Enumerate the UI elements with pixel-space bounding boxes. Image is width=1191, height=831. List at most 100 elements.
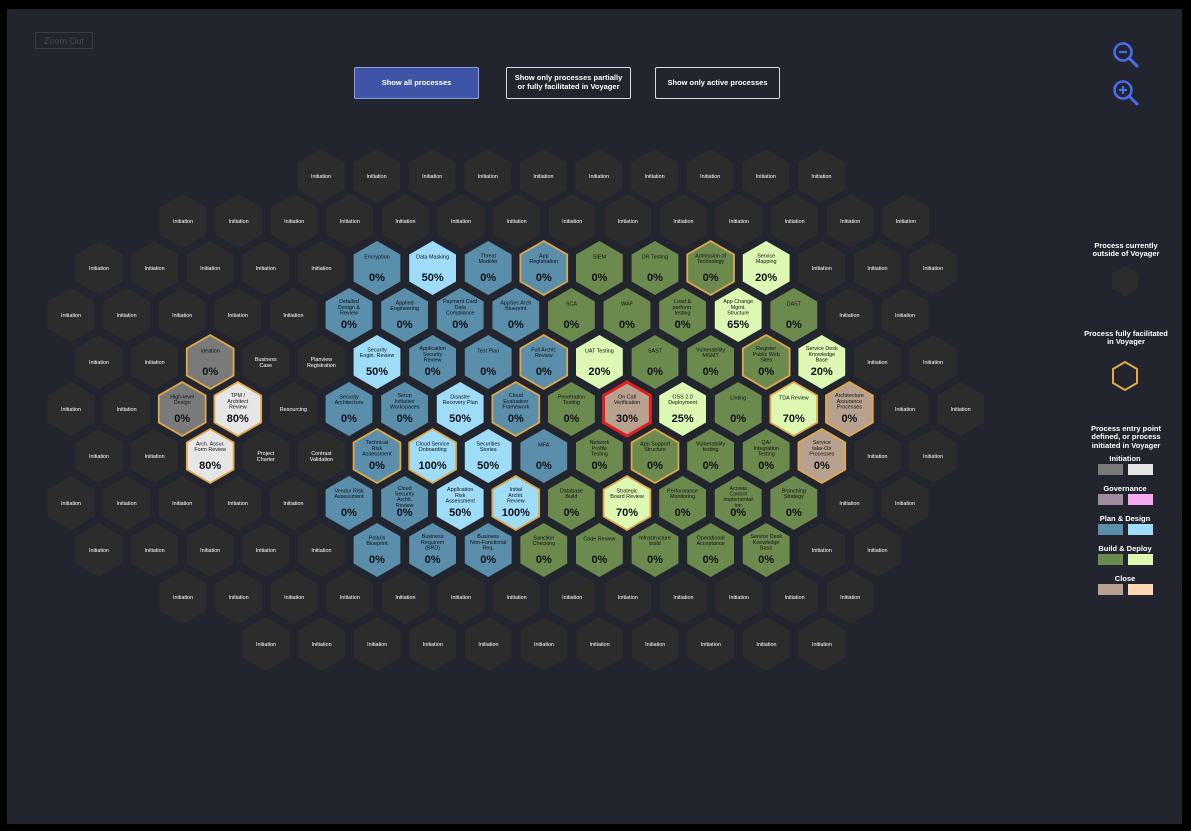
process-hex-initiation[interactable]: Initiation bbox=[270, 194, 318, 248]
process-hex-initiation[interactable]: Initiation bbox=[437, 194, 485, 248]
process-hex-initiation[interactable]: Initiation bbox=[909, 335, 957, 389]
process-hex-initiation[interactable]: Initiation bbox=[326, 194, 374, 248]
process-hex-initiation[interactable]: Initiation bbox=[631, 149, 678, 203]
process-hex-initiation[interactable]: Initiation bbox=[520, 617, 568, 671]
process-hex-initiation[interactable]: Initiation bbox=[47, 382, 95, 436]
process-hex-initiation[interactable]: Initiation bbox=[465, 617, 512, 671]
process-hex-initiation[interactable]: Initiation bbox=[242, 523, 290, 577]
process-hex-initiation[interactable]: Initiation bbox=[75, 523, 123, 577]
process-hex-initiation[interactable]: Initiation bbox=[715, 570, 763, 624]
process-hex-initiation[interactable]: Initiation bbox=[909, 429, 957, 483]
process-hex-initiation[interactable]: Initiation bbox=[660, 194, 707, 248]
process-hex-initiation[interactable]: Initiation bbox=[881, 476, 929, 530]
show-active-processes-button[interactable]: Show only active processes bbox=[655, 67, 780, 99]
process-hex-initiation[interactable]: Initiation bbox=[215, 194, 262, 248]
process-hex-initiation[interactable]: Initiation bbox=[715, 194, 763, 248]
process-hex-initiation[interactable]: Initiation bbox=[131, 523, 178, 577]
process-hex-initiation[interactable]: Initiation bbox=[408, 149, 456, 203]
process-hex-initiation[interactable]: Initiation bbox=[242, 241, 290, 295]
process-hex-initiation[interactable]: Initiation bbox=[270, 288, 317, 342]
process-hex-initiation[interactable]: Initiation bbox=[297, 149, 345, 203]
process-hex-initiation[interactable]: Initiation bbox=[270, 570, 318, 624]
process-hex-initiation[interactable]: Initiation bbox=[743, 617, 790, 671]
process-hex-initiation[interactable]: Initiation bbox=[159, 194, 207, 248]
process-hex-initiation[interactable]: Initiation bbox=[353, 149, 400, 203]
process-hex-initiation[interactable]: Initiation bbox=[854, 335, 901, 389]
process-hex-initiation[interactable]: Initiation bbox=[464, 149, 512, 203]
process-hex-initiation[interactable]: Initiation bbox=[214, 476, 262, 530]
process-hex-initiation[interactable]: Initiation bbox=[604, 194, 652, 248]
process-hex-initiation[interactable]: Initiation bbox=[520, 149, 567, 203]
process-hex-initiation[interactable]: Initiation bbox=[75, 241, 123, 295]
process-hex-initiation[interactable]: Initiation bbox=[771, 194, 818, 248]
process-hex-initiation[interactable]: Initiation bbox=[798, 523, 846, 577]
process-hex-initiation[interactable]: Initiation bbox=[548, 570, 596, 624]
process-hex-initiation[interactable]: Initiation bbox=[881, 288, 929, 342]
process-hex-initiation[interactable]: Initiation bbox=[103, 476, 150, 530]
process-hex-initiation[interactable]: Initiation bbox=[771, 570, 818, 624]
process-hex-initiation[interactable]: Initiation bbox=[604, 570, 652, 624]
process-hex-initiation[interactable]: Initiation bbox=[158, 476, 206, 530]
process-hex-initiation[interactable]: Initiation bbox=[742, 149, 790, 203]
process-hex-initiation[interactable]: Initiation bbox=[576, 617, 623, 671]
process-hex-initiation[interactable]: Initiation bbox=[75, 429, 123, 483]
process-hex-initiation[interactable]: Initiation bbox=[798, 617, 846, 671]
process-hex-initiation[interactable]: Initiation bbox=[298, 523, 345, 577]
process-hex-initiation[interactable]: Initiation bbox=[882, 194, 930, 248]
process-hex-initiation[interactable]: Initiation bbox=[798, 241, 846, 295]
process-hex-initiation[interactable]: Initiation bbox=[75, 335, 123, 389]
process-hex-initiation[interactable]: Initiation bbox=[686, 149, 734, 203]
process-hex-initiation[interactable]: Initiation bbox=[382, 194, 429, 248]
process-hex-resourcing[interactable]: Resourcing bbox=[270, 382, 317, 436]
process-hex-initiation[interactable]: Initiation bbox=[854, 241, 901, 295]
zoom-out-button[interactable]: Zoom Out bbox=[35, 32, 93, 49]
process-hex-initiation[interactable]: Initiation bbox=[103, 382, 150, 436]
process-hex-initiation[interactable]: Initiation bbox=[660, 570, 707, 624]
process-hex-initiation[interactable]: Initiation bbox=[687, 617, 735, 671]
process-hex-initiation[interactable]: Initiation bbox=[437, 570, 485, 624]
process-hex-initiation[interactable]: Initiation bbox=[270, 476, 317, 530]
